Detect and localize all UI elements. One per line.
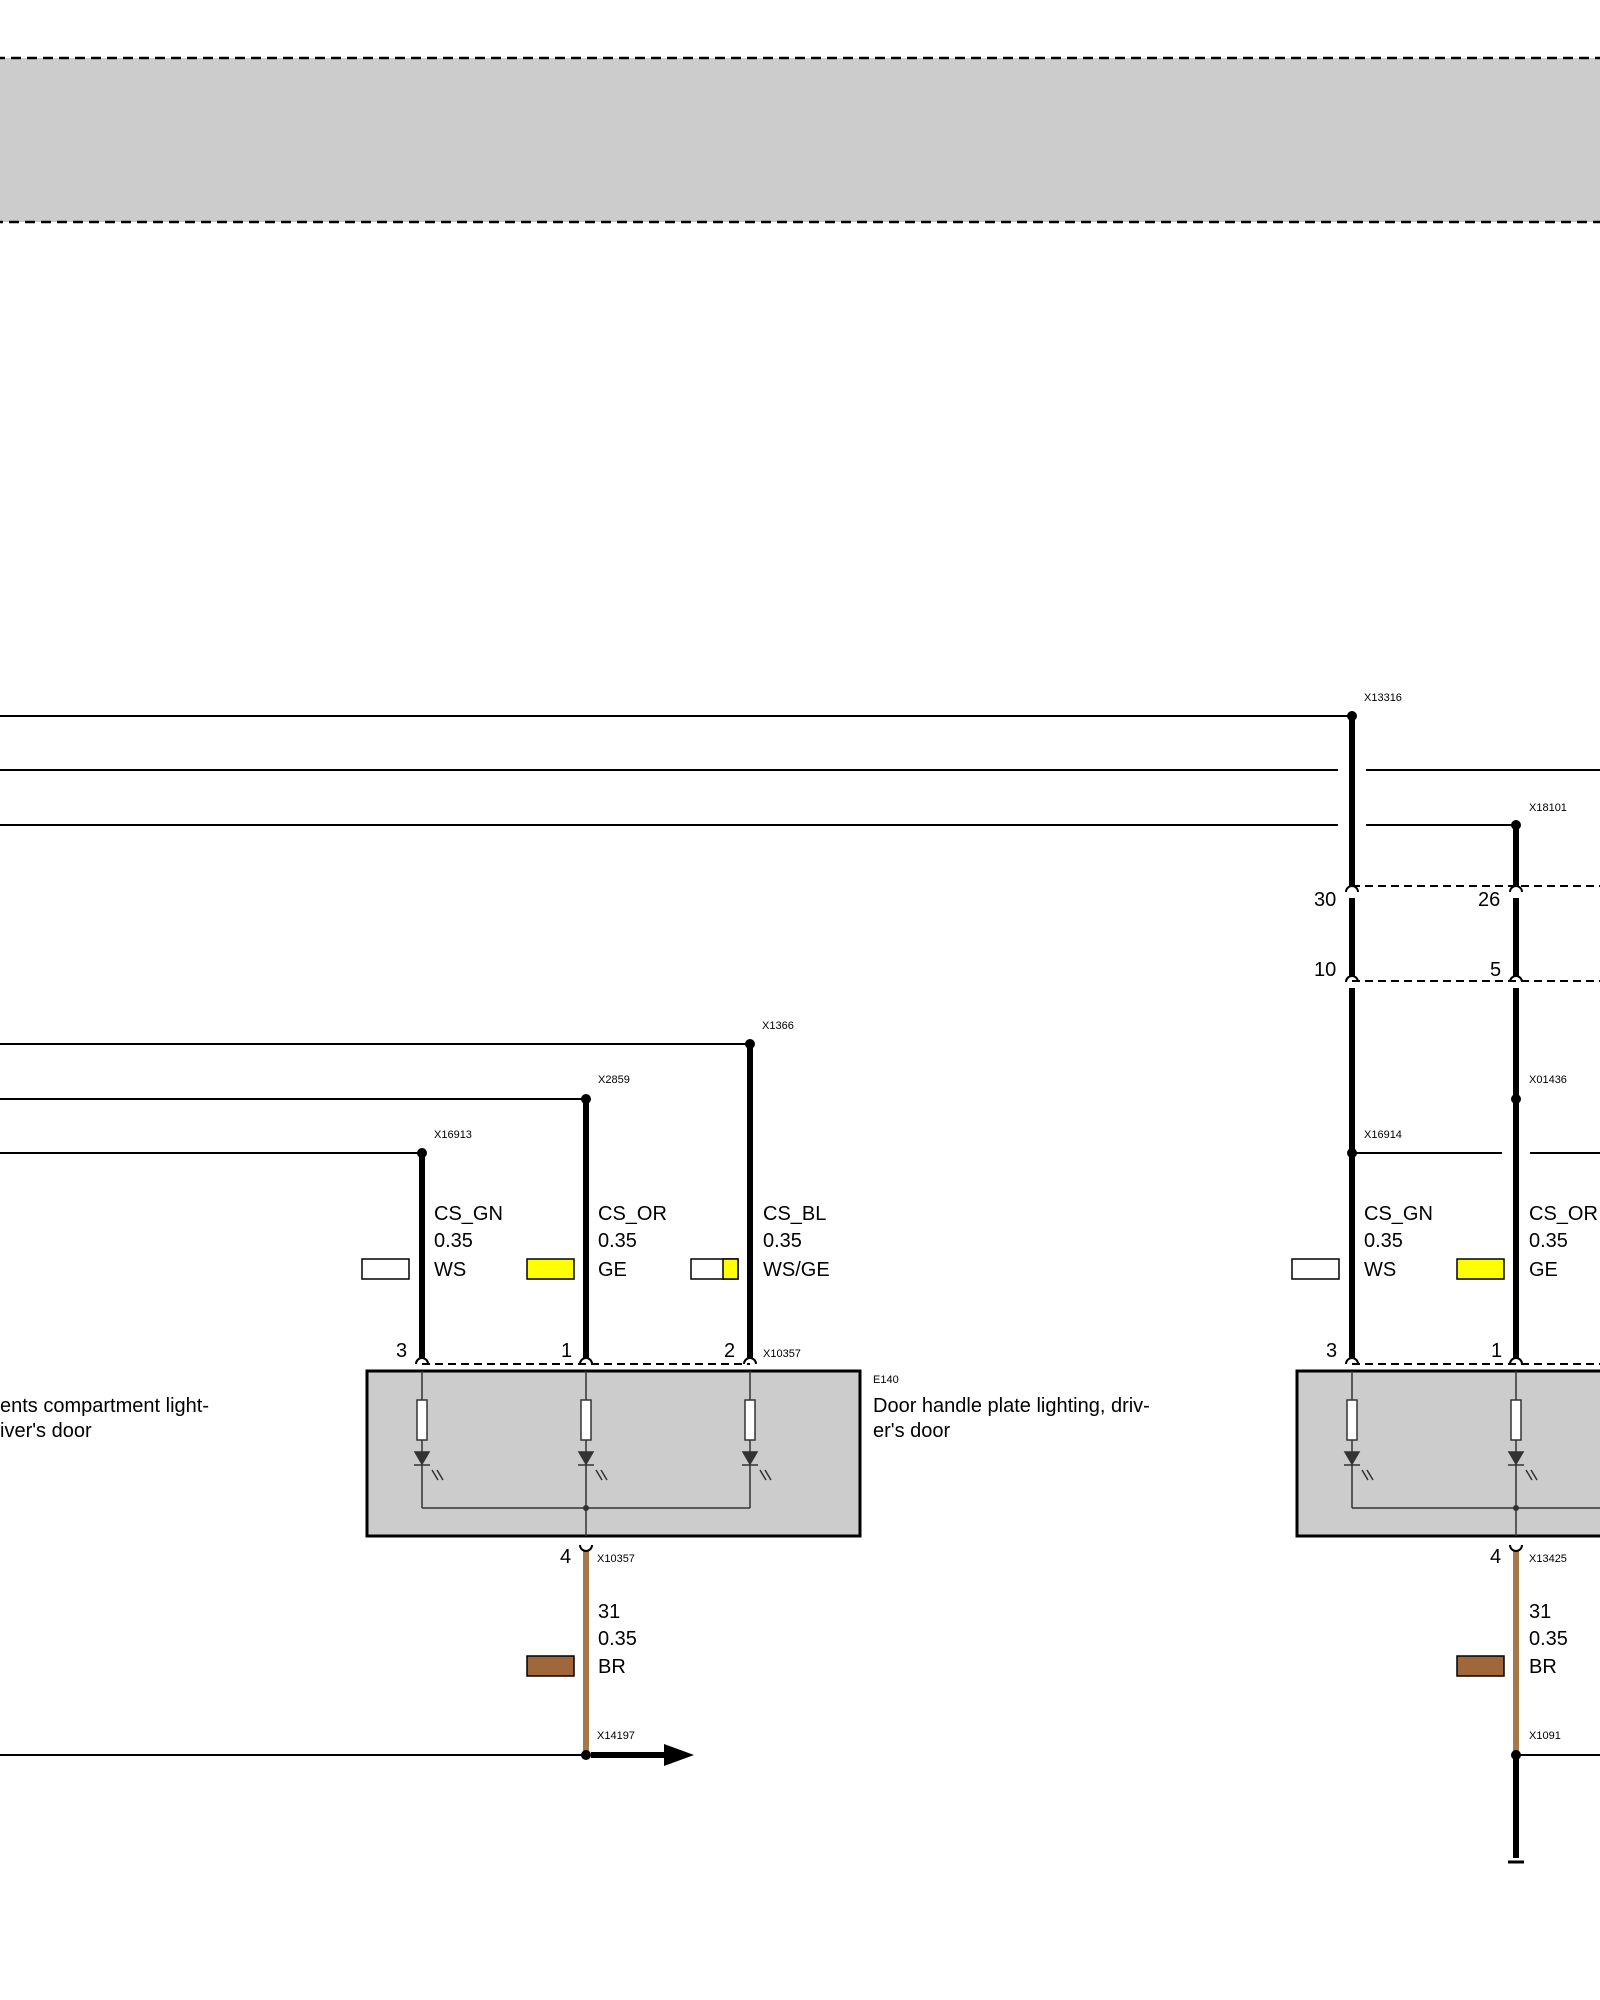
wire-size-w1: 0.35 xyxy=(434,1230,473,1252)
pin-number: 3 xyxy=(1326,1340,1337,1362)
pin-number: 5 xyxy=(1490,959,1501,981)
internal-junction xyxy=(583,1505,589,1511)
ground-arrow-icon xyxy=(664,1744,694,1766)
pin-arc xyxy=(1345,975,1359,983)
internal-circuit-right xyxy=(1343,1371,1600,1536)
wire-size-w3: 0.35 xyxy=(763,1230,802,1252)
pin-arc xyxy=(579,1544,593,1552)
pin-number: 26 xyxy=(1478,889,1500,911)
splice-x16914 xyxy=(1347,1148,1357,1158)
swatch-ws xyxy=(361,1258,410,1280)
wire-color-w3: WS/GE xyxy=(763,1259,830,1281)
pin-arc xyxy=(1509,885,1523,893)
component-code-e140: E140 xyxy=(873,1374,899,1386)
splice-x01436 xyxy=(1511,1094,1521,1104)
component-desc-left-1: ents compartment light- xyxy=(0,1395,209,1417)
pin-number: 1 xyxy=(1491,1340,1502,1362)
wire-size-w4: 0.35 xyxy=(1364,1230,1403,1252)
swatch-ws-ge-stripe xyxy=(722,1258,739,1280)
connector-label-x16913: X16913 xyxy=(434,1129,472,1141)
connector-label-x01436: X01436 xyxy=(1529,1074,1567,1086)
wire-size-w2: 0.35 xyxy=(598,1230,637,1252)
wire-signal-g2: 31 xyxy=(1529,1601,1551,1623)
connector-label-x10357-top: X10357 xyxy=(763,1348,801,1360)
component-desc-left-2: iver's door xyxy=(0,1420,92,1442)
wire-signal-w5: CS_OR xyxy=(1529,1203,1598,1225)
wire-color-w1: WS xyxy=(434,1259,466,1281)
pin-arc xyxy=(743,1357,757,1365)
header-band xyxy=(0,56,1600,224)
splice-x18101 xyxy=(1511,820,1521,830)
swatch-br xyxy=(526,1655,575,1677)
pin-arc xyxy=(1345,1357,1359,1365)
splice-x13316 xyxy=(1347,711,1357,721)
pin-number: 4 xyxy=(1490,1546,1501,1568)
connector-label-x10357-bottom: X10357 xyxy=(597,1553,635,1565)
wire-color-w4: WS xyxy=(1364,1259,1396,1281)
pin-number: 10 xyxy=(1314,959,1336,981)
pin-number: 2 xyxy=(724,1340,735,1362)
component-desc-e140-2: er's door xyxy=(873,1420,951,1442)
module-e140 xyxy=(365,1369,862,1538)
connector-label-x13425: X13425 xyxy=(1529,1553,1567,1565)
splice-x1091 xyxy=(1511,1750,1521,1760)
wire-color-w5: GE xyxy=(1529,1259,1558,1281)
pin-arc xyxy=(1345,885,1359,893)
pin-number: 4 xyxy=(560,1546,571,1568)
wire-color-g1: BR xyxy=(598,1656,626,1678)
wire-color-w2: GE xyxy=(598,1259,627,1281)
wire-signal-w2: CS_OR xyxy=(598,1203,667,1225)
connector-label-x13316: X13316 xyxy=(1364,692,1402,704)
connector-label-x1366: X1366 xyxy=(762,1020,794,1032)
wire-signal-w3: CS_BL xyxy=(763,1203,826,1225)
splice-x16913 xyxy=(417,1148,427,1158)
wire-size-g1: 0.35 xyxy=(598,1628,637,1650)
wire-size-g2: 0.35 xyxy=(1529,1628,1568,1650)
wire-size-w5: 0.35 xyxy=(1529,1230,1568,1252)
connector-label-x2859: X2859 xyxy=(598,1074,630,1086)
connector-label-x1091: X1091 xyxy=(1529,1730,1561,1742)
wire-signal-g1: 31 xyxy=(598,1601,620,1623)
connector-label-x18101: X18101 xyxy=(1529,802,1567,814)
component-desc-e140-1: Door handle plate lighting, driv- xyxy=(873,1395,1150,1417)
pin-arc xyxy=(579,1357,593,1365)
wire-signal-w1: CS_GN xyxy=(434,1203,503,1225)
pin-number: 30 xyxy=(1314,889,1336,911)
connector-label-x16914: X16914 xyxy=(1364,1129,1402,1141)
module-right xyxy=(1295,1369,1600,1538)
swatch-br-right xyxy=(1456,1655,1505,1677)
pin-number: 3 xyxy=(396,1340,407,1362)
swatch-ge-right xyxy=(1456,1258,1505,1280)
splice-x2859 xyxy=(581,1094,591,1104)
wire-color-g2: BR xyxy=(1529,1656,1557,1678)
splice-x1366 xyxy=(745,1039,755,1049)
connector-label-x14197: X14197 xyxy=(597,1730,635,1742)
pin-number: 1 xyxy=(561,1340,572,1362)
swatch-ws-right xyxy=(1291,1258,1340,1280)
swatch-ge xyxy=(526,1258,575,1280)
internal-junction xyxy=(1513,1505,1519,1511)
pin-arc xyxy=(1509,1357,1523,1365)
splice-x14197 xyxy=(581,1750,591,1760)
pin-arc xyxy=(1509,1544,1523,1552)
wire-signal-w4: CS_GN xyxy=(1364,1203,1433,1225)
pin-arc xyxy=(1509,975,1523,983)
pin-arc xyxy=(415,1357,429,1365)
